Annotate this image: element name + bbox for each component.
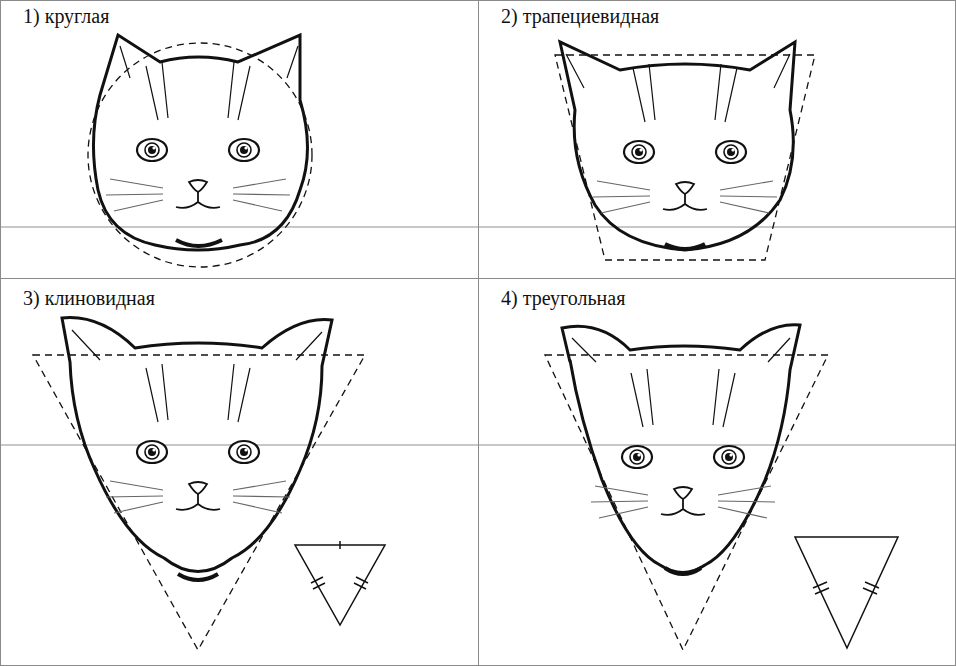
shape-panel: 3) клиновидная	[0, 278, 479, 666]
panel-label: 1) круглая	[21, 5, 111, 28]
panel-label: 3) клиновидная	[21, 287, 157, 310]
panel-label: 2) трапециевидная	[499, 5, 661, 28]
shape-panel: 2) трапециевидная	[478, 0, 956, 279]
shape-panel: 1) круглая	[0, 0, 479, 279]
shape-panel: 4) треугольная	[478, 278, 956, 666]
panel-label: 4) треугольная	[499, 287, 627, 310]
